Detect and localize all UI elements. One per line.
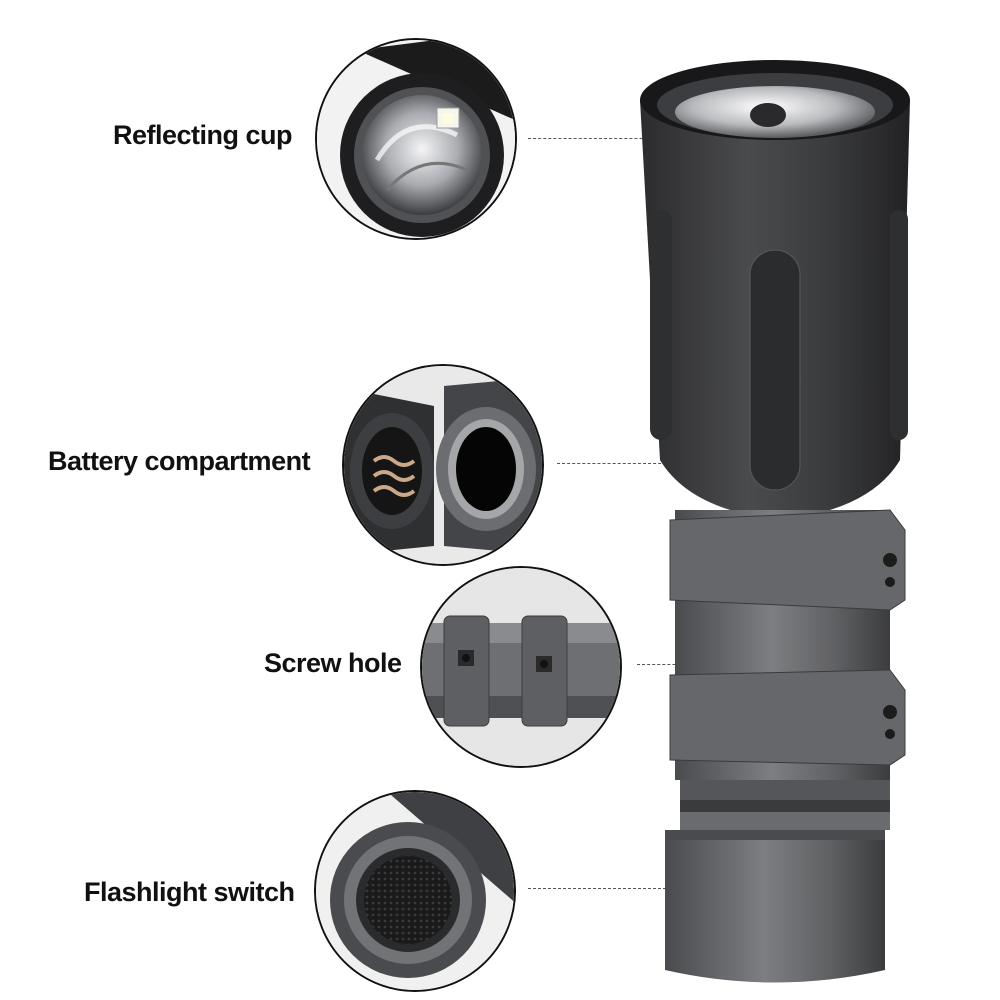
leader-line-battery-compartment bbox=[557, 463, 732, 464]
label-screw-hole: Screw hole bbox=[264, 648, 402, 678]
callout-screw-hole bbox=[420, 566, 622, 768]
label-battery-compartment: Battery compartment bbox=[48, 446, 311, 476]
switch-closeup-image bbox=[316, 792, 514, 990]
label-reflecting-cup: Reflecting cup bbox=[113, 120, 293, 150]
battery-compartment-closeup-image bbox=[344, 366, 542, 564]
reflector-closeup-image bbox=[317, 40, 515, 238]
leader-line-flashlight-switch bbox=[528, 888, 706, 889]
callout-battery-compartment bbox=[342, 364, 544, 566]
screw-hole-closeup-image bbox=[422, 568, 620, 766]
label-flashlight-switch: Flashlight switch bbox=[84, 877, 295, 907]
leader-line-reflecting-cup bbox=[528, 138, 678, 139]
flashlight-main-image bbox=[640, 60, 910, 983]
callout-reflecting-cup bbox=[315, 38, 517, 240]
callout-flashlight-switch bbox=[314, 790, 516, 992]
